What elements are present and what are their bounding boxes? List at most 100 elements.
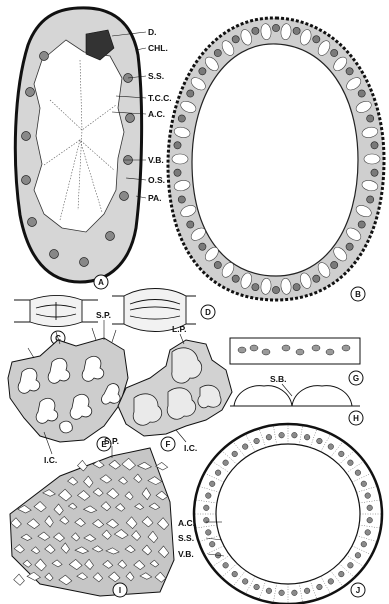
figure-j-vascular-bundle [328, 444, 334, 450]
figure-j-vascular-bundle [339, 571, 345, 577]
figure-j-vascular-bundle [328, 579, 334, 585]
figure-j-vascular-bundle [365, 493, 371, 499]
figure-b-vascular-bundle [232, 275, 239, 282]
figure-b-vascular-bundle [313, 36, 320, 43]
figure-j-vascular-bundle [304, 588, 310, 594]
figure-b-vascular-bundle [174, 142, 181, 149]
figure-b-letter: B [355, 290, 361, 299]
figure-j-vascular-bundle [232, 571, 238, 577]
figure-b-vascular-bundle [313, 275, 320, 282]
figure-a-label-vb: V.B. [148, 155, 164, 165]
figure-b-vascular-bundle [293, 27, 300, 34]
figure-j-vascular-bundle [367, 517, 373, 523]
figure-d: D [112, 289, 215, 332]
figure-b-vascular-bundle [199, 68, 206, 75]
figure-b-vascular-bundle [187, 90, 194, 97]
figure-j-vascular-bundle [292, 432, 298, 438]
figure-b-vascular-bundle [178, 115, 185, 122]
figure-i-label-sp: S.P. [104, 436, 119, 446]
figure-b-vascular-bundle [214, 261, 221, 268]
figure-j-vascular-bundle [223, 563, 229, 569]
figure-j-letter: J [356, 586, 360, 595]
figure-g-letter: G [353, 374, 359, 383]
figure-b-vascular-bundle [252, 27, 259, 34]
figure-b-vascular-bundle [178, 196, 185, 203]
figure-j-vascular-bundle [339, 451, 345, 457]
figure-h: S.B. H [230, 374, 363, 425]
figure-b-vascular-bundle [358, 90, 365, 97]
figure-j-vascular-bundle [254, 438, 260, 444]
figure-b-vascular-bundle [331, 49, 338, 56]
figure-a-label-d: D. [148, 27, 157, 37]
figure-j-label-ss: S.S. [178, 533, 194, 543]
figure-a-letter: A [98, 278, 104, 287]
figure-a: D. CHL. S.S. T.C.C. A.C. V.B. O.S. PA. A [15, 8, 171, 289]
figure-j-vascular-bundle [266, 434, 272, 440]
figure-b-vascular-bundle [346, 68, 353, 75]
figure-j-vascular-bundle [215, 470, 221, 476]
figure-b-vascular-bundle [293, 284, 300, 291]
figure-j-vascular-bundle [348, 563, 354, 569]
figure-b-vascular-bundle [331, 261, 338, 268]
figure-b-vascular-bundle [371, 169, 378, 176]
figure-b-vascular-bundle [232, 36, 239, 43]
figure-j-vascular-bundle [367, 505, 373, 511]
figure-j-vascular-bundle [365, 530, 371, 536]
figure-j-vascular-bundle [304, 434, 310, 440]
figure-j-vascular-bundle [266, 588, 272, 594]
figure-b-vascular-bundle [346, 243, 353, 250]
figure-b-vascular-bundle [252, 284, 259, 291]
figure-j-vascular-bundle [355, 470, 361, 476]
figure-b-vascular-bundle [367, 115, 374, 122]
figure-j-vascular-bundle [206, 493, 212, 499]
figure-j-vascular-bundle [279, 590, 285, 596]
figure-j-vascular-bundle [223, 460, 229, 466]
figure-f-label-ic: I.C. [184, 443, 197, 453]
figure-a-label-tcc: T.C.C. [148, 93, 172, 103]
figure-b: B [168, 18, 384, 301]
figure-b-lumen [192, 44, 358, 276]
figure-a-label-chl: CHL. [148, 43, 168, 53]
figure-j-vascular-bundle [292, 590, 298, 596]
figure-b-vascular-bundle [358, 221, 365, 228]
figure-j-vascular-bundle [361, 481, 367, 487]
figure-j-vascular-bundle [242, 444, 248, 450]
figure-c: C [14, 296, 98, 346]
figure-b-vascular-bundle [174, 169, 181, 176]
figure-i-cell [14, 574, 25, 585]
figure-b-air-chamber [364, 154, 380, 164]
figure-j-label-vb: V.B. [178, 549, 194, 559]
figure-d-letter: D [205, 308, 211, 317]
figure-b-vascular-bundle [272, 24, 279, 31]
figure-c-stoma [14, 296, 98, 327]
figure-f-label-lp: L.P. [172, 324, 187, 334]
figure-j-vascular-bundle [204, 505, 210, 511]
figure-b-vascular-bundle [199, 243, 206, 250]
figure-j-lumen [216, 444, 360, 584]
figure-j-vascular-bundle [317, 584, 323, 590]
figure-f-letter: F [166, 440, 171, 449]
figure-i: S.P. I [10, 436, 174, 597]
figure-a-label-ac: A.C. [148, 109, 165, 119]
figure-i-letter: I [119, 586, 121, 595]
figure-e-label-sp: S.P. [96, 310, 111, 320]
figure-h-letter: H [353, 414, 359, 423]
figure-j-vascular-bundle [279, 432, 285, 438]
figure-j-vascular-bundle [355, 553, 361, 559]
figure-e-label-ic: I.C. [44, 455, 57, 465]
figure-b-vascular-bundle [272, 286, 279, 293]
figure-g-cell-row [230, 338, 360, 364]
figure-j-vascular-bundle [232, 451, 238, 457]
figure-j-vascular-bundle [206, 530, 212, 536]
figure-b-vascular-bundle [214, 49, 221, 56]
figure-j-label-ac: A.C. [178, 518, 195, 528]
figure-a-label-os: O.S. [148, 175, 165, 185]
figure-j-vascular-bundle [361, 541, 367, 547]
figure-j: A.C. S.S. V.B. J [178, 424, 382, 604]
figure-b-vascular-bundle [371, 142, 378, 149]
figure-h-cells [230, 386, 360, 406]
figure-g: G [230, 338, 363, 385]
figure-j-vascular-bundle [348, 460, 354, 466]
figure-j-vascular-bundle [317, 438, 323, 444]
